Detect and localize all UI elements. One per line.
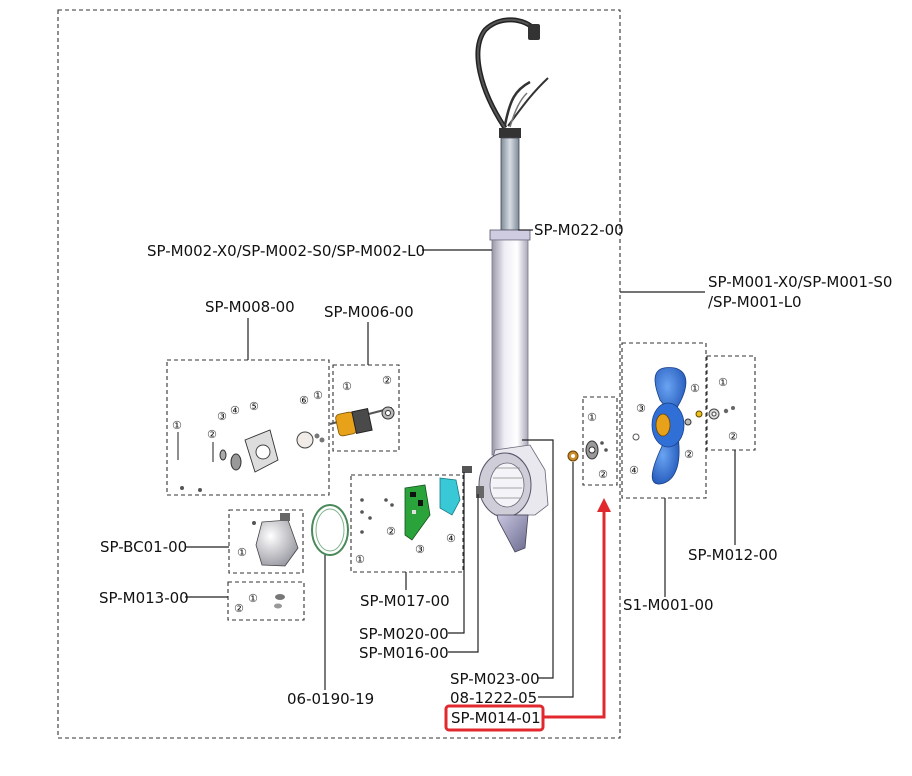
- label-m014: SP-M014-01: [451, 709, 541, 727]
- callout-3: ③: [636, 402, 646, 415]
- label-m006: SP-M006-00: [324, 303, 414, 321]
- callout-3: ③: [217, 410, 227, 423]
- callout-2: ②: [207, 428, 217, 441]
- main-shaft: [489, 229, 531, 456]
- callout-4: ④: [446, 532, 456, 545]
- label-m020: SP-M020-00: [359, 625, 449, 643]
- callout-2: ②: [234, 602, 244, 615]
- callout-1: ①: [172, 419, 182, 432]
- m012-parts: [708, 406, 735, 420]
- label-m013: SP-M013-00: [99, 589, 189, 607]
- m014-hub-parts: [585, 440, 608, 460]
- callout-1: ①: [342, 380, 352, 393]
- gasket-ring: [311, 504, 349, 556]
- label-gasket: 06-0190-19: [287, 690, 374, 708]
- m014-group-box: [582, 396, 618, 486]
- end-cap-parts: [177, 429, 325, 492]
- callout-markers: ① ② ③ ④ ⑤ ⑥ ① ① ② ② ① ③ ④ ① ① ② ① ② ③ ④ …: [172, 374, 738, 615]
- m012-group-box: [706, 355, 756, 451]
- battery-cover: [252, 513, 299, 567]
- highlight-arrow: [543, 498, 611, 719]
- m006-group-box: [332, 364, 400, 452]
- callout-3: ③: [415, 543, 425, 556]
- callout-1: ①: [237, 546, 247, 559]
- label-m023: SP-M023-00: [450, 670, 540, 688]
- callout-2: ②: [728, 430, 738, 443]
- callout-6: ⑥: [299, 394, 309, 407]
- controller-board: [360, 477, 461, 541]
- lower-motor-housing: [462, 444, 549, 553]
- label-m017: SP-M017-00: [360, 592, 450, 610]
- label-m012: SP-M012-00: [688, 546, 778, 564]
- callout-1: ①: [313, 389, 323, 402]
- callout-1: ①: [690, 382, 700, 395]
- label-m008: SP-M008-00: [205, 298, 295, 316]
- label-bc01: SP-BC01-00: [100, 538, 187, 556]
- callout-1: ①: [587, 411, 597, 424]
- callout-4: ④: [230, 404, 240, 417]
- bearing-washer: [567, 450, 579, 462]
- label-m016: SP-M016-00: [359, 644, 449, 662]
- m013-group-box: [227, 581, 305, 621]
- outer-assembly-frame: [57, 9, 621, 739]
- m008-group-box: [166, 359, 330, 496]
- callout-2: ②: [382, 374, 392, 387]
- upper-tube: [499, 128, 521, 231]
- label-m022: SP-M022-00: [534, 221, 624, 239]
- callout-2: ②: [598, 468, 608, 481]
- leader-lines: [185, 229, 736, 698]
- propeller: [632, 367, 703, 485]
- label-m002: SP-M002-X0/SP-M002-S0/SP-M002-L0: [147, 242, 425, 260]
- armature-rotor: [329, 406, 395, 437]
- callout-5: ⑤: [249, 400, 259, 413]
- bc01-group-box: [228, 509, 304, 574]
- m017-group-box: [350, 474, 464, 573]
- callout-1: ①: [355, 553, 365, 566]
- callout-4: ④: [629, 464, 639, 477]
- power-cable: [475, 17, 549, 130]
- part-labels: SP-M022-00 SP-M002-X0/SP-M002-S0/SP-M002…: [99, 221, 892, 727]
- label-bearing: 08-1222-05: [450, 689, 537, 707]
- callout-1: ①: [718, 376, 728, 389]
- label-m001-line2: /SP-M001-L0: [708, 293, 802, 311]
- label-s1m001: S1-M001-00: [623, 596, 714, 614]
- callout-2: ②: [684, 448, 694, 461]
- s1m001-group-box: [621, 342, 707, 499]
- label-m001-line1: SP-M001-X0/SP-M001-S0: [708, 273, 892, 291]
- callout-1: ①: [248, 592, 258, 605]
- callout-2: ②: [386, 525, 396, 538]
- m013-parts: [274, 594, 285, 609]
- highlight-box: [444, 704, 545, 732]
